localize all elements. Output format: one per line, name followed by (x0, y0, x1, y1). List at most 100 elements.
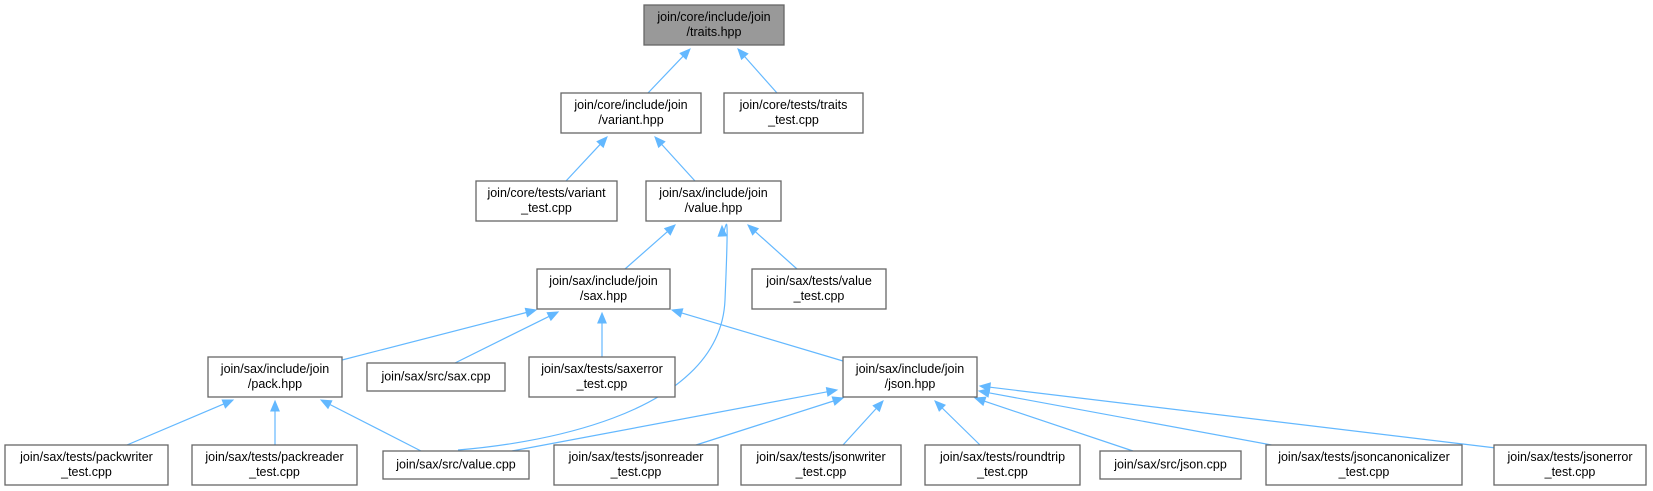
edge-arrowhead (978, 382, 991, 393)
node-value-cpp[interactable]: join/sax/src/value.cpp (382, 450, 530, 480)
edge-line (988, 392, 1289, 449)
edge-value_cpp-to-json (511, 387, 839, 452)
edge-arrowhead (596, 136, 608, 149)
node-label-line: join/core/tests/variant (486, 186, 606, 200)
edge-line (681, 312, 844, 362)
edge-line (647, 55, 684, 94)
edge-line (565, 143, 601, 182)
node-box (366, 362, 506, 392)
node-traits[interactable]: join/core/include/join/traits.hpp (643, 4, 785, 46)
edge-variant_test-to-variant (565, 136, 608, 182)
node-box (751, 268, 887, 310)
edge-arrowhead (319, 399, 333, 410)
edge-line (454, 315, 550, 364)
node-jsonreader-test[interactable]: join/sax/tests/jsonreader_test.cpp (553, 444, 719, 486)
node-label-line: _test.cpp (610, 465, 662, 479)
node-packwriter-test[interactable]: join/sax/tests/packwriter_test.cpp (4, 444, 169, 486)
node-label-line: join/core/include/join (656, 10, 770, 24)
node-value-test[interactable]: join/sax/tests/value_test.cpp (751, 268, 887, 310)
edge-jsonreader_test-to-json (695, 396, 845, 446)
edge-line (624, 231, 668, 270)
edge-sax_cpp-to-sax (454, 311, 560, 364)
edge-line (754, 231, 798, 270)
edge-sax-to-value (624, 224, 676, 270)
edge-jsoncanonicalizer_test-to-json (977, 388, 1289, 449)
edge-packreader_test-to-pack (270, 399, 280, 445)
edge-line (126, 403, 225, 446)
node-label-line: join/sax/tests/jsonerror (1506, 450, 1632, 464)
node-box (643, 4, 785, 46)
node-jsonwriter-test[interactable]: join/sax/tests/jsonwriter_test.cpp (740, 444, 902, 486)
edge-traits_test-to-traits (737, 48, 778, 94)
node-value[interactable]: join/sax/include/join/value.hpp (645, 180, 782, 222)
node-box (553, 444, 719, 486)
node-sax-cpp[interactable]: join/sax/src/sax.cpp (366, 362, 506, 392)
node-label-line: /variant.hpp (598, 113, 663, 127)
node-box (475, 180, 618, 222)
edge-line (842, 407, 877, 446)
node-label-line: join/sax/tests/roundtrip (939, 450, 1065, 464)
node-label-line: join/sax/tests/jsonwriter (755, 450, 885, 464)
node-pack[interactable]: join/sax/include/join/pack.hpp (207, 356, 343, 398)
node-label-line: join/sax/tests/value (765, 274, 872, 288)
node-box (4, 444, 169, 486)
node-traits-test[interactable]: join/core/tests/traits_test.cpp (723, 92, 864, 134)
edge-value-to-variant (654, 136, 696, 182)
node-json[interactable]: join/sax/include/join/json.hpp (842, 356, 978, 398)
edge-line (744, 56, 778, 94)
edge-arrowhead (934, 400, 946, 412)
edge-packwriter_test-to-pack (126, 399, 235, 446)
node-label-line: _test.cpp (1338, 465, 1390, 479)
node-label-line: join/sax/src/json.cpp (1113, 458, 1227, 472)
node-label-line: join/sax/src/value.cpp (395, 458, 516, 472)
node-label-line: join/core/tests/traits (739, 98, 848, 112)
node-label-line: join/sax/tests/packreader (204, 450, 343, 464)
node-box (536, 268, 671, 310)
node-sax[interactable]: join/sax/include/join/sax.hpp (536, 268, 671, 310)
node-jsoncanonicalizer-test[interactable]: join/sax/tests/jsoncanonicalizer_test.cp… (1265, 444, 1463, 486)
edge-variant-to-traits (647, 48, 691, 94)
edge-arrowhead (546, 311, 560, 322)
node-box (382, 450, 530, 480)
node-saxerror-test[interactable]: join/sax/tests/saxerror_test.cpp (528, 356, 676, 398)
edge-arrowhead (977, 388, 991, 398)
edge-arrowhead (221, 399, 235, 409)
node-label-line: /sax.hpp (580, 289, 627, 303)
node-label-line: _test.cpp (767, 113, 819, 127)
node-label-line: _test.cpp (576, 377, 628, 391)
edge-line (341, 311, 527, 361)
edge-arrowhead (872, 400, 884, 413)
node-label-line: _test.cpp (976, 465, 1028, 479)
node-roundtrip-test[interactable]: join/sax/tests/roundtrip_test.cpp (924, 444, 1081, 486)
node-box (1265, 444, 1463, 486)
node-label-line: /value.hpp (685, 201, 743, 215)
node-variant[interactable]: join/core/include/join/variant.hpp (560, 92, 702, 134)
node-packreader-test[interactable]: join/sax/tests/packreader_test.cpp (191, 444, 358, 486)
node-box (207, 356, 343, 398)
edge-line (941, 407, 981, 446)
edge-pack-to-sax (341, 307, 538, 361)
edge-arrowhead (679, 48, 691, 60)
node-jsonerror-test[interactable]: join/sax/tests/jsonerror_test.cpp (1493, 444, 1647, 486)
node-json-cpp[interactable]: join/sax/src/json.cpp (1099, 450, 1242, 480)
node-box (924, 444, 1081, 486)
node-label-line: join/sax/include/join (548, 274, 657, 288)
edge-arrowhead (973, 396, 987, 407)
edge-line (457, 223, 728, 451)
edge-value_cpp-to-value (457, 223, 728, 451)
node-label-line: join/sax/tests/jsoncanonicalizer (1277, 450, 1450, 464)
edge-arrowhead (831, 396, 845, 406)
node-label-line: join/sax/tests/saxerror (540, 362, 663, 376)
edge-roundtrip_test-to-json (934, 400, 981, 446)
node-box (528, 356, 676, 398)
node-box (723, 92, 864, 134)
node-label-line: join/sax/tests/jsonreader (568, 450, 704, 464)
edge-line (989, 386, 1497, 449)
node-label-line: join/sax/include/join (220, 362, 329, 376)
edge-line (695, 400, 834, 446)
node-label-line: join/sax/include/join (658, 186, 767, 200)
node-variant-test[interactable]: join/core/tests/variant_test.cpp (475, 180, 618, 222)
edge-value_test-to-value (747, 224, 798, 270)
edge-arrowhead (663, 224, 676, 236)
